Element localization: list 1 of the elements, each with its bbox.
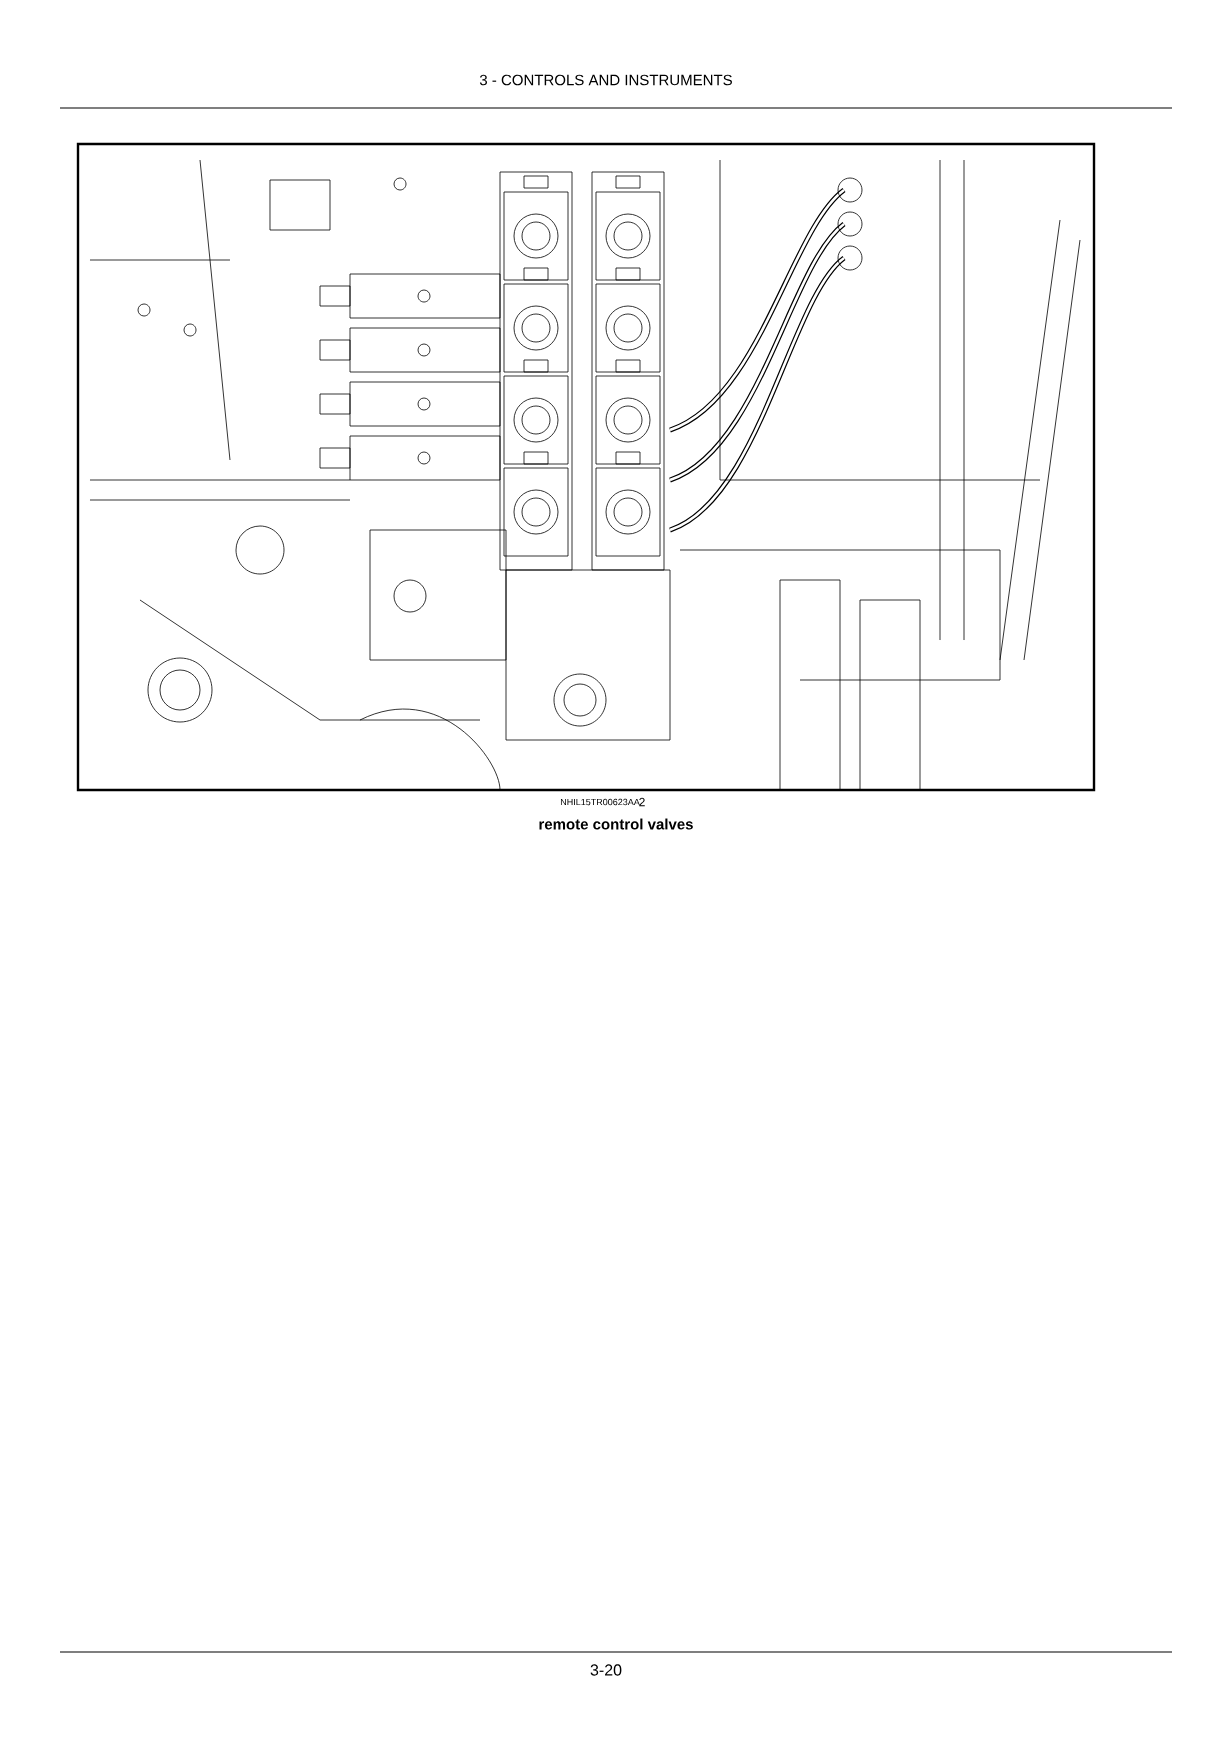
page-number: 3-20 <box>590 1664 622 1676</box>
